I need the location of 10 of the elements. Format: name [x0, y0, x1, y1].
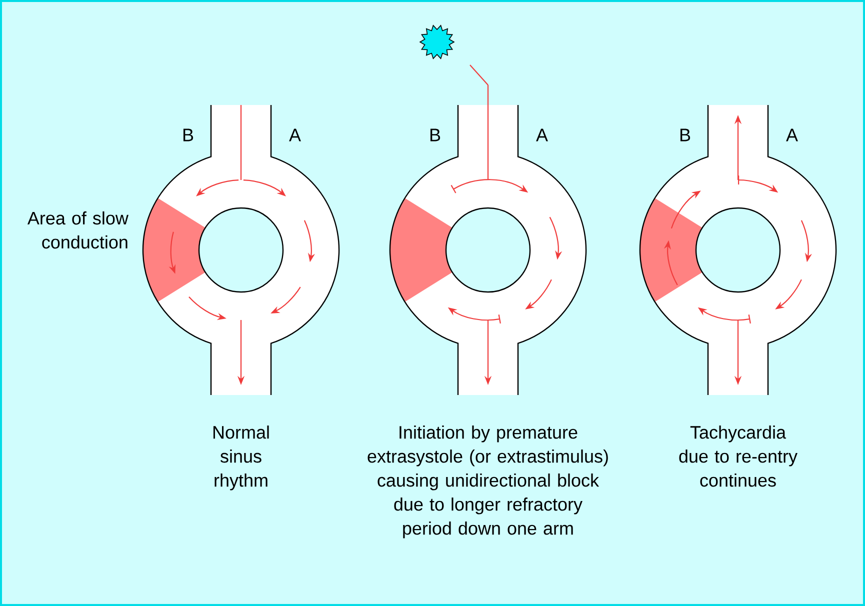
arm-label: B: [183, 128, 194, 142]
arm-label: B: [680, 128, 690, 142]
arm-label: A: [536, 128, 548, 142]
arm-label: B: [430, 128, 440, 142]
caption: Tachycardia due to re-entry continues: [679, 426, 798, 487]
caption: Normal sinus rhythm: [213, 426, 269, 490]
arm-label: A: [786, 128, 798, 142]
arm-label: A: [289, 128, 301, 142]
region-label: Area of slow conduction: [27, 211, 128, 249]
caption: Initiation by premature extrasystole (or extrastimulus) causing unidirectional block due to longer refractory period down one arm: [368, 426, 608, 538]
